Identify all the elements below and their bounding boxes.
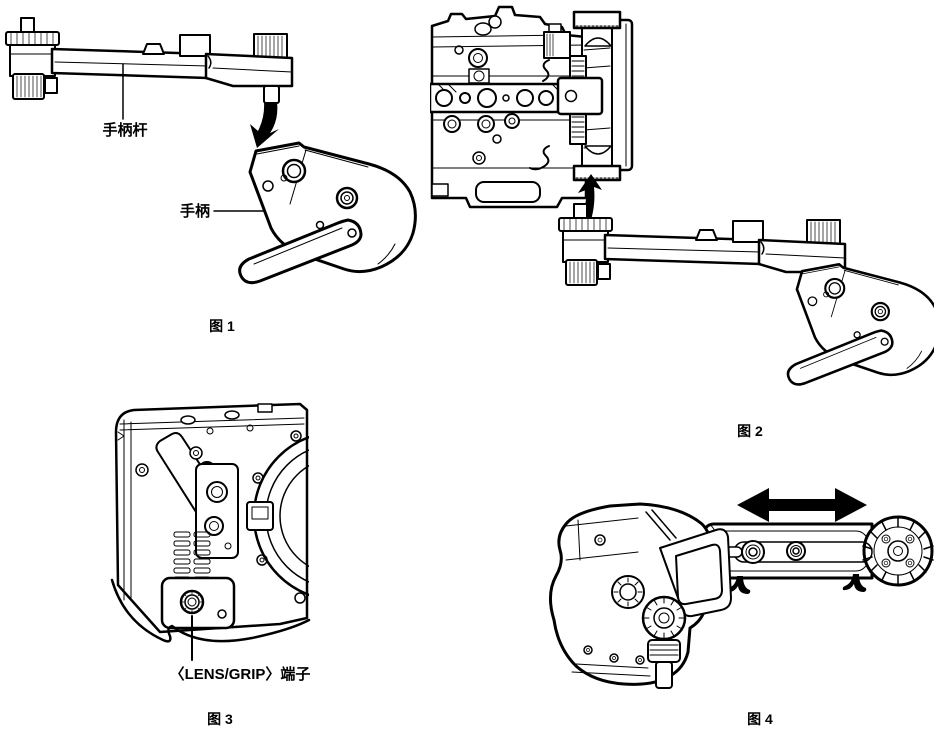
camera-front-drawing — [110, 402, 311, 643]
handle-mount-drawing — [529, 10, 634, 182]
figure-4-caption: 图 4 — [747, 711, 773, 727]
rosette-teeth — [862, 517, 934, 585]
cable-clip — [842, 574, 867, 592]
handle-bar-drawing — [4, 16, 294, 105]
figure-2-illustration — [430, 5, 934, 386]
handle-bar-label: 手柄杆 — [102, 122, 148, 139]
grip-side-drawing — [549, 502, 732, 689]
figure-4-illustration — [549, 488, 934, 689]
lens-grip-terminal-label: 〈LENS/GRIP〉端子 — [169, 666, 311, 683]
figure-2-caption: 图 2 — [737, 423, 763, 439]
grip-drawing — [238, 141, 417, 285]
figure-3-caption: 图 3 — [207, 711, 233, 727]
cable-clip — [726, 576, 751, 594]
slide-left-right-arrow-icon — [737, 488, 867, 522]
grip-label: 手柄 — [179, 203, 210, 220]
attach-down-arrow-icon — [250, 102, 279, 148]
figure-1-caption: 图 1 — [209, 318, 235, 334]
grip-arm-drawing — [700, 515, 934, 594]
figure-1-illustration — [4, 16, 417, 285]
figure-3-illustration — [110, 402, 311, 661]
grip-drawing — [786, 263, 934, 386]
